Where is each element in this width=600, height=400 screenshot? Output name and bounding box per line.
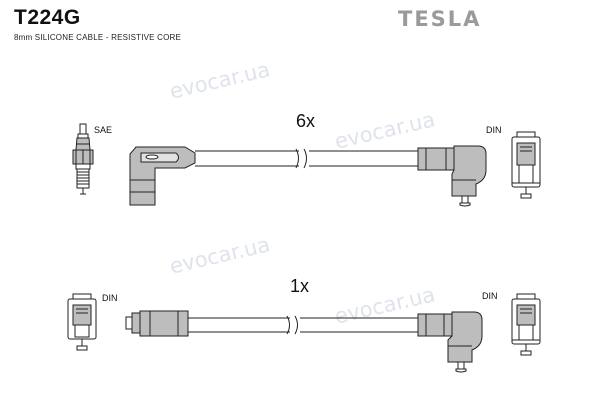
cable-wire-2 xyxy=(188,315,418,335)
cable-2-left-end-label: DIN xyxy=(102,293,118,303)
part-number-title: T224G xyxy=(14,6,81,29)
cable-1-right-end-label: DIN xyxy=(486,125,502,135)
cable-1-quantity: 6x xyxy=(296,111,316,131)
cable-2-quantity: 1x xyxy=(290,276,310,296)
din-boot-icon xyxy=(417,311,483,373)
cable-wire-1 xyxy=(195,148,418,169)
spark-plug-icon xyxy=(72,123,94,195)
cable-2-right-end-label: DIN xyxy=(482,291,498,301)
din-terminal-icon xyxy=(511,293,541,356)
straight-connector-icon xyxy=(125,310,189,337)
din-terminal-icon xyxy=(67,293,97,351)
sae-boot-icon xyxy=(129,146,196,206)
brand-logo: TESLA xyxy=(398,7,482,31)
din-terminal-icon xyxy=(511,131,541,199)
din-boot-icon xyxy=(417,145,487,207)
cable-1-left-end-label: SAE xyxy=(94,125,113,135)
cable-description: 8mm SILICONE CABLE - RESISTIVE CORE xyxy=(14,33,182,42)
